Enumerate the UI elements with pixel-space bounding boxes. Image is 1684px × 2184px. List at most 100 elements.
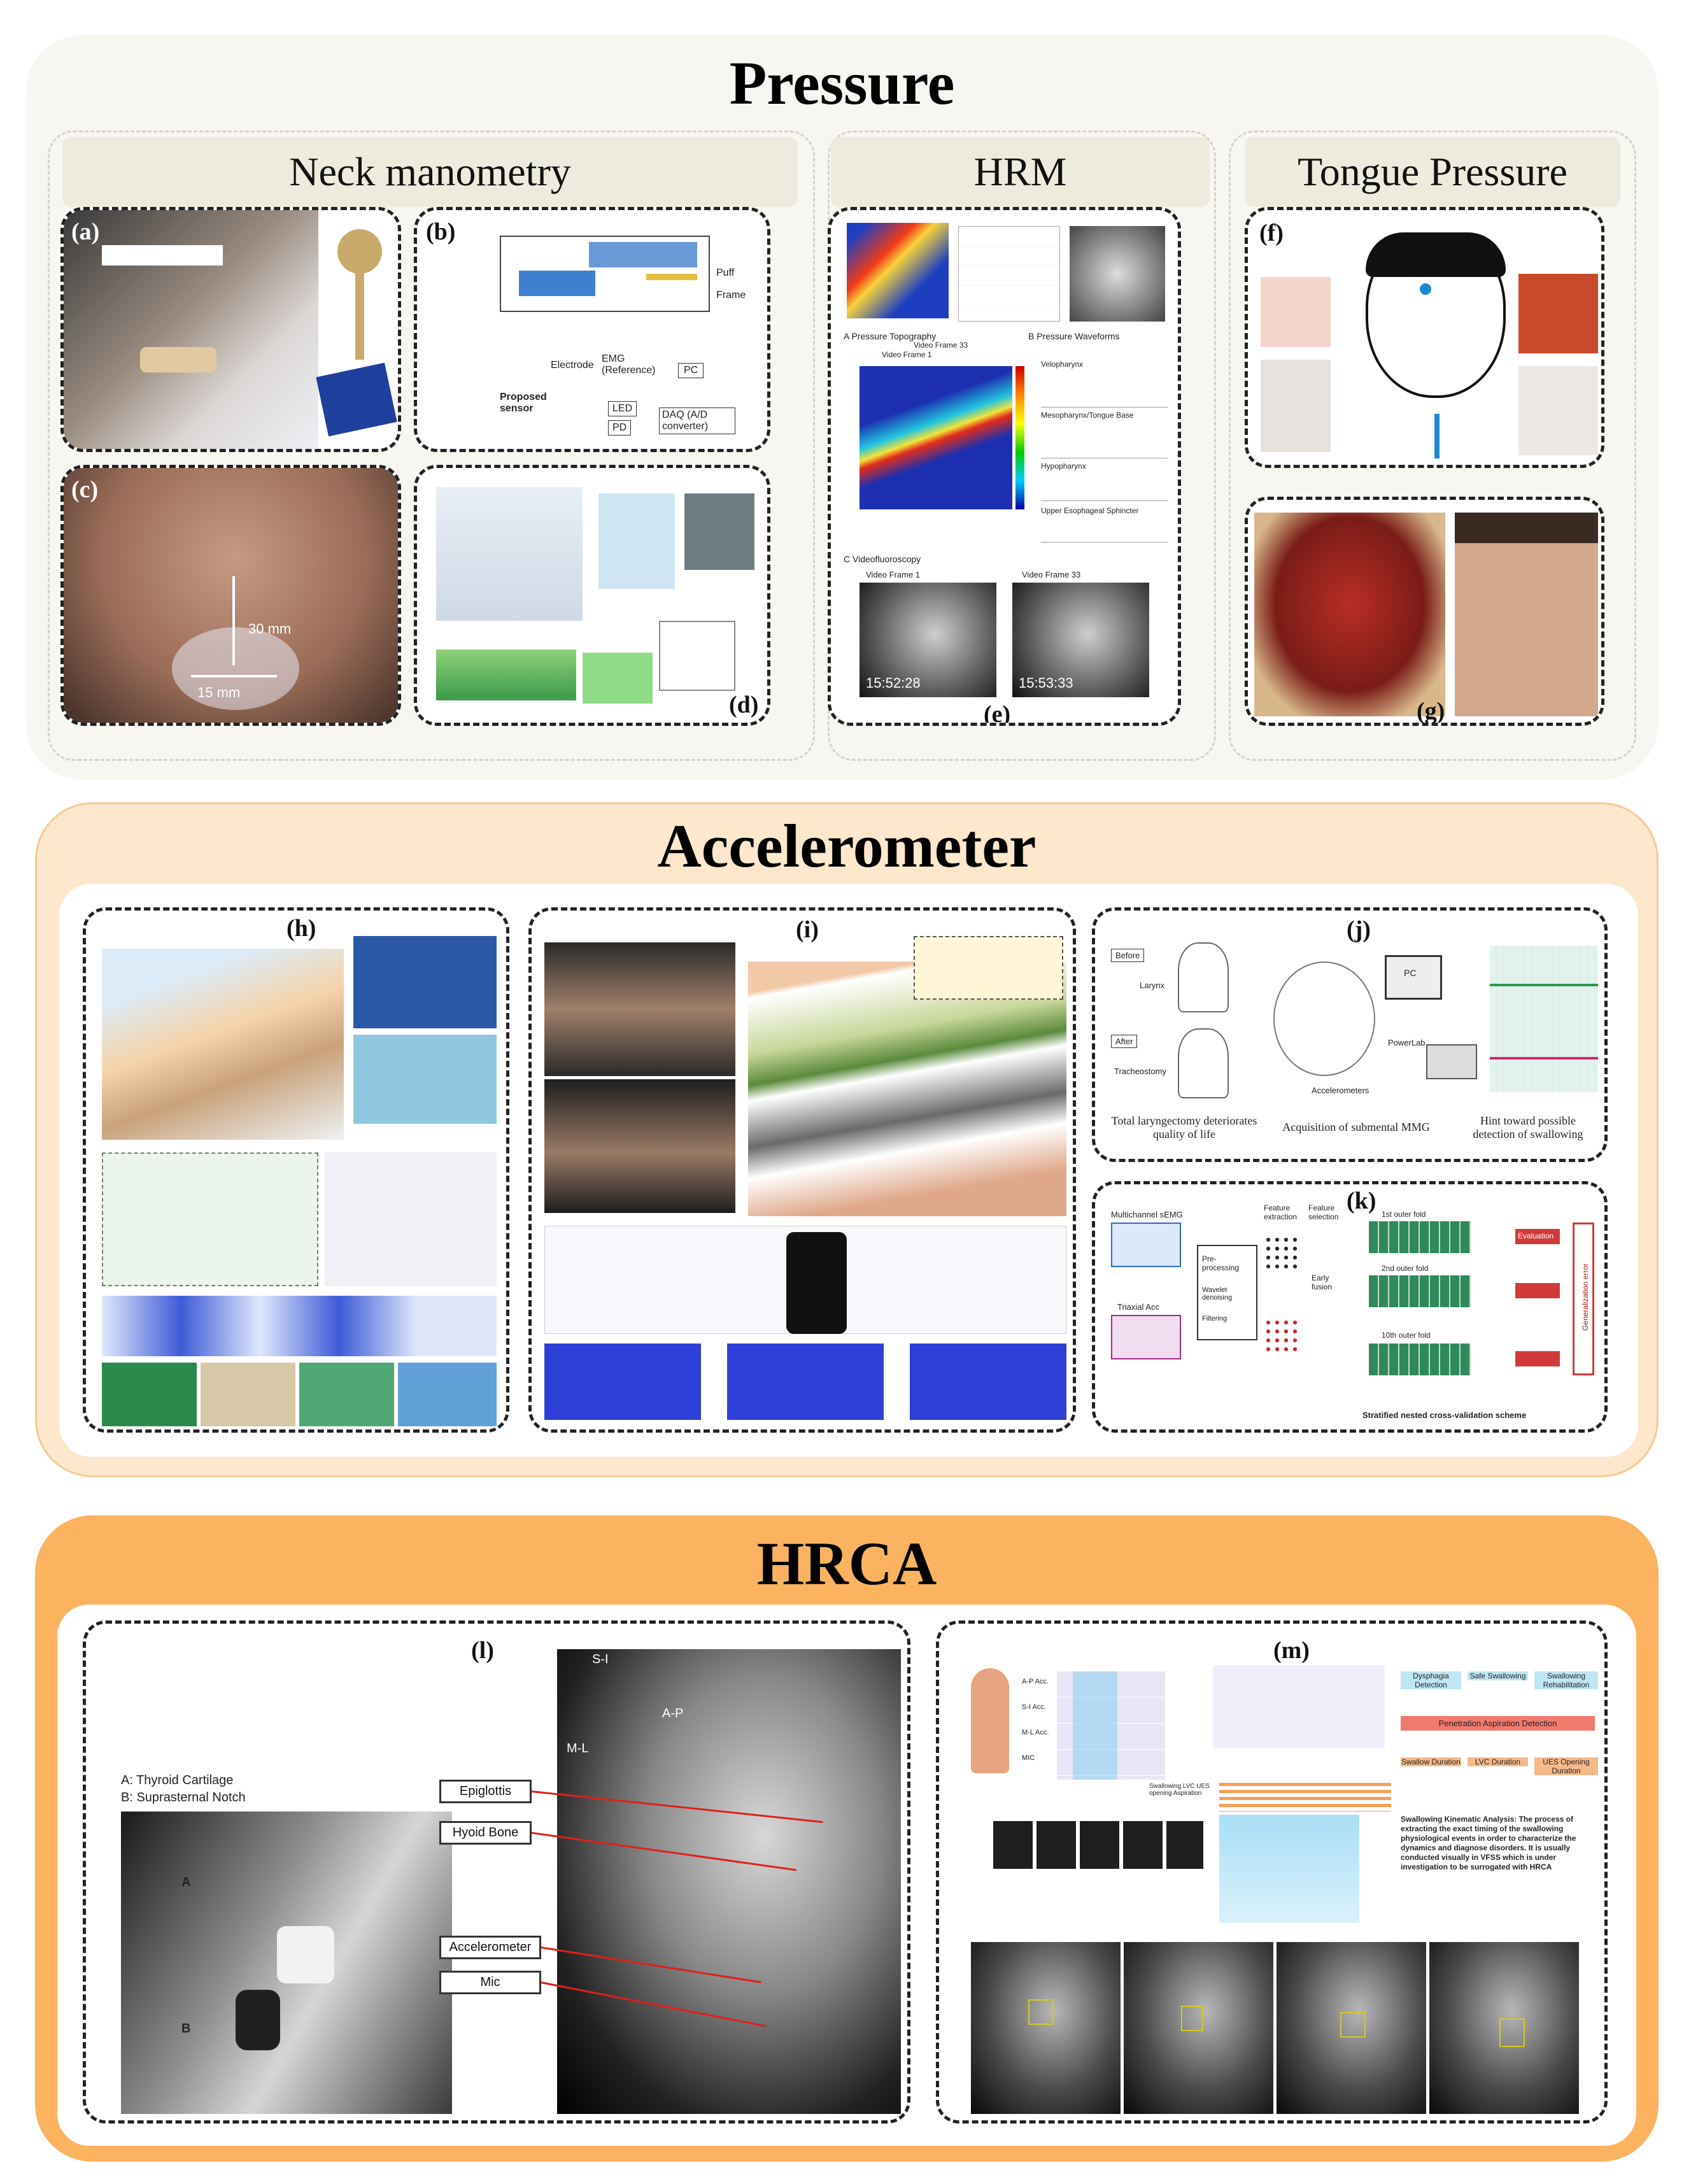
- panel-g: (g): [1245, 497, 1604, 726]
- topography-main: [860, 366, 1012, 509]
- deform-photos: [102, 1363, 497, 1426]
- j-tracheostomy: Tracheostomy: [1114, 1067, 1166, 1076]
- frame-strip: [993, 1821, 1203, 1869]
- j-before: Before: [1111, 949, 1145, 962]
- vertical-arrow: [232, 576, 235, 665]
- face-photo: [1455, 513, 1598, 716]
- label-k: (k): [1347, 1188, 1376, 1214]
- l-suprasternal: B: Suprasternal Notch: [121, 1790, 246, 1805]
- k-gen-error: Generalization error: [1581, 1263, 1590, 1331]
- k-preproc: Pre-processing: [1202, 1254, 1240, 1272]
- j-caption-1: Total laryngectomy deteriorates quality …: [1111, 1114, 1257, 1140]
- roi-box-3: [1340, 2012, 1366, 2038]
- panel-k: (k) Multichannel sEMG Triaxial Acc Pre-p…: [1092, 1181, 1608, 1433]
- blue-cones: [1219, 1815, 1359, 1923]
- b-pc: PC: [678, 363, 704, 378]
- label-f: (f): [1259, 220, 1284, 246]
- forehead-dot: [1420, 283, 1431, 295]
- hrm-header: HRM: [831, 137, 1210, 207]
- powerlab-box: [1426, 1044, 1477, 1079]
- j-after: After: [1111, 1035, 1138, 1048]
- panel-a: (a): [60, 207, 401, 452]
- label-l: (l): [471, 1637, 494, 1664]
- palate-plate-photo: [1254, 513, 1445, 716]
- k-scheme: Stratified nested cross-validation schem…: [1362, 1410, 1527, 1420]
- label-c: (c): [71, 476, 99, 503]
- m-pen-asp: Penetration Aspiration Detection: [1401, 1716, 1595, 1731]
- b-proposed: Proposed sensor: [500, 392, 547, 414]
- sensor-housing: [277, 1926, 334, 1983]
- j-caption-2: Acquisition of submental MMG: [1282, 1121, 1430, 1133]
- sensor-board: [316, 362, 397, 437]
- e-frame33-top: Video Frame 33: [914, 341, 968, 350]
- tongue-sensor-photo: [1261, 277, 1331, 347]
- semg-signals: [1111, 1223, 1181, 1267]
- m-ch2: S-I Acc.: [1022, 1703, 1046, 1711]
- palate-photo: [1518, 274, 1598, 353]
- j-accelerometers: Accelerometers: [1312, 1086, 1369, 1095]
- signal-panel-right: [1213, 1665, 1385, 1748]
- vfss-frame-1: [971, 1942, 1121, 2114]
- exploded-device: [748, 961, 1066, 1216]
- l-hyoid: Hyoid Bone: [439, 1821, 532, 1845]
- m-dur2: LVC Duration: [1468, 1757, 1528, 1766]
- panel-f: (f): [1245, 207, 1604, 468]
- e-frame1: Video Frame 1: [866, 570, 921, 579]
- l-axis-ap: A-P: [662, 1706, 684, 1720]
- acc-signals: [1111, 1315, 1181, 1359]
- l-mark-b: B: [181, 2022, 191, 2036]
- eval-box-2: [1515, 1283, 1560, 1298]
- c-dim-15mm: 15 mm: [197, 684, 241, 700]
- b-puff: Puff: [716, 267, 735, 278]
- label-g: (g): [1417, 698, 1445, 725]
- b-electrode: Electrode: [551, 360, 594, 371]
- pressure-title: Pressure: [729, 49, 955, 117]
- m-dysphagia: Dysphagia Detection: [1401, 1671, 1461, 1689]
- xray-top: [1070, 226, 1165, 322]
- label-a: (a): [71, 218, 100, 245]
- roi-box-1: [1028, 1999, 1054, 2025]
- waveform-top: [958, 226, 1060, 322]
- panel-m: (m) A-P Acc. S-I Acc. M-L Acc. MIC Swall…: [936, 1620, 1608, 2124]
- b-daq: DAQ (A/D converter): [659, 408, 735, 434]
- sensor-diagram: [500, 236, 710, 312]
- panel-c: 30 mm 15 mm (c): [60, 465, 401, 726]
- phone: [786, 1232, 847, 1334]
- l-axis-ml: M-L: [567, 1741, 589, 1755]
- k-input-1: Multichannel sEMG: [1111, 1210, 1183, 1219]
- j-caption-3: Hint toward possible detection of swallo…: [1473, 1114, 1583, 1140]
- b-pd: PD: [608, 420, 632, 436]
- label-i: (i): [796, 916, 819, 943]
- sensor-blue-layer: [519, 271, 595, 296]
- k-fold1: 1st outer fold: [1382, 1210, 1426, 1219]
- sensor-top-layer: [589, 242, 697, 267]
- strain-maps: [102, 1296, 497, 1356]
- neck-green: [583, 653, 653, 704]
- k-wavelet: Wavelet denoising: [1202, 1286, 1233, 1301]
- e-velopharynx: Velopharynx: [1041, 360, 1084, 369]
- j-larynx: Larynx: [1140, 981, 1165, 990]
- m-safe: Safe Swallowing: [1468, 1671, 1528, 1680]
- wave3: [1041, 472, 1168, 501]
- k-feat-ext: Feature extraction: [1264, 1203, 1298, 1221]
- signal-highlight-left: [1073, 1671, 1117, 1780]
- e-ues: Upper Esophageal Sphincter: [1041, 506, 1139, 515]
- k-filtering: Filtering: [1202, 1315, 1228, 1322]
- vfss-frame-4: [1429, 1942, 1579, 2114]
- eval-box-3: [1515, 1351, 1560, 1366]
- neural-network: [325, 1152, 497, 1286]
- probe-photo: [1261, 360, 1331, 452]
- vfss-frame-3: [1277, 1942, 1426, 2114]
- tongue-pressure-header: Tongue Pressure: [1245, 137, 1620, 207]
- neck-device-photo-2: [544, 1079, 735, 1213]
- fold2-grid: [1369, 1275, 1471, 1307]
- neck-manometry-header: Neck manometry: [62, 137, 798, 207]
- m-rehab: Swallowing Rehabilitation: [1534, 1671, 1598, 1689]
- signal-plot: [1490, 946, 1598, 1092]
- e-wave-title: B Pressure Waveforms: [1028, 331, 1120, 341]
- cross-section: [659, 621, 735, 691]
- sensor-yellow: [646, 274, 697, 280]
- fold10-grid: [1369, 1344, 1471, 1375]
- wave4: [1041, 517, 1168, 542]
- e-frame33: Video Frame 33: [1022, 570, 1081, 579]
